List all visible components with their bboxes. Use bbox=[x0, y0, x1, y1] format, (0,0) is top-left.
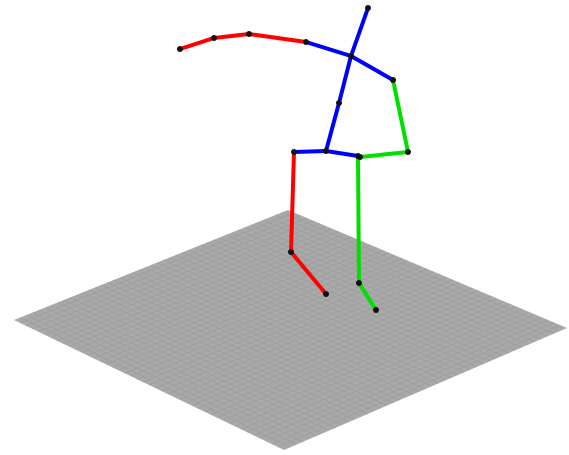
floor-grid-line bbox=[188, 249, 465, 373]
ground-plane-grid bbox=[20, 212, 561, 448]
floor-grid-line bbox=[173, 279, 453, 398]
floor-grid-line bbox=[277, 325, 561, 448]
floor-grid-line bbox=[265, 319, 549, 442]
floor-grid-line bbox=[271, 322, 555, 445]
joint-wrist-left bbox=[357, 154, 363, 160]
bone-shoulder-right-elbow-right bbox=[247, 32, 308, 44]
joint-shoulder-left bbox=[390, 77, 396, 83]
floor-grid-line bbox=[219, 237, 497, 359]
joint-shoulder-right bbox=[303, 39, 309, 45]
floor-grid-line bbox=[259, 316, 542, 439]
ground-plane bbox=[14, 210, 567, 450]
floor-grid-line bbox=[213, 239, 490, 362]
joint-hip-center bbox=[323, 148, 329, 154]
bone-hip-left-knee-left bbox=[356, 154, 361, 285]
floor-grid-line bbox=[269, 217, 548, 337]
floor-grid-line bbox=[169, 257, 445, 381]
bone-hip-center-hip-right bbox=[292, 149, 328, 154]
floor-grid-line bbox=[155, 271, 434, 389]
joint-hand-right bbox=[177, 46, 183, 52]
floor-grid-line bbox=[161, 274, 441, 392]
floor-grid-line bbox=[240, 308, 523, 430]
joint-spine bbox=[336, 100, 342, 106]
floor-grid-line bbox=[228, 303, 511, 424]
floor-grid-line bbox=[179, 282, 460, 401]
floor-grid-line bbox=[225, 234, 503, 357]
floor-grid-line bbox=[247, 311, 530, 433]
floor-grid-line bbox=[250, 224, 529, 345]
floor-grid-line bbox=[148, 268, 428, 386]
floor-grid-line bbox=[185, 284, 466, 404]
joint-hip-right bbox=[291, 149, 297, 155]
skeleton-bones bbox=[178, 6, 410, 312]
floor-grid-line bbox=[204, 292, 485, 412]
floor-grid-line bbox=[197, 290, 479, 409]
floor-grid-line bbox=[157, 262, 433, 387]
bone-shoulder-left-elbow-left bbox=[391, 78, 410, 154]
joint-elbow-right bbox=[246, 31, 252, 37]
joint-wrist-right bbox=[211, 35, 217, 41]
bone-spine-hip-center bbox=[324, 101, 341, 153]
bone-knee-right-ankle-right bbox=[289, 250, 328, 296]
floor-grid-line bbox=[163, 259, 439, 384]
bone-elbow-right-wrist-right bbox=[212, 32, 251, 40]
floor-grid-line bbox=[262, 219, 542, 340]
floor-grid-line bbox=[234, 306, 517, 427]
joint-elbow-left bbox=[405, 149, 411, 155]
bone-neck-shoulder-left bbox=[349, 54, 395, 82]
floor-grid-line bbox=[275, 214, 555, 334]
floor-grid-line bbox=[222, 300, 504, 421]
floor-grid-line bbox=[167, 276, 447, 395]
floor-grid-line bbox=[206, 242, 484, 365]
floor-grid-line bbox=[231, 232, 510, 354]
bone-head-neck bbox=[349, 6, 370, 58]
bone-knee-left-ankle-left bbox=[357, 281, 378, 312]
floor-grid-line bbox=[200, 244, 478, 368]
floor-grid-line bbox=[216, 298, 498, 418]
bone-neck-spine bbox=[337, 54, 353, 105]
joint-neck bbox=[348, 53, 354, 59]
bone-neck-shoulder-right bbox=[304, 40, 353, 58]
floor-grid-line bbox=[253, 314, 536, 436]
bone-elbow-left-wrist-left bbox=[358, 150, 410, 159]
floor-grid-line bbox=[256, 222, 535, 343]
floor-grid-line bbox=[210, 295, 492, 415]
bone-wrist-right-hand-right bbox=[178, 36, 216, 51]
floor-grid-line bbox=[175, 254, 452, 379]
floor-grid-line bbox=[191, 287, 473, 406]
bone-hip-right-knee-right bbox=[289, 150, 296, 254]
floor-grid-line bbox=[182, 252, 458, 376]
skeleton-joints bbox=[177, 5, 411, 313]
joint-head bbox=[365, 5, 371, 11]
floor-grid-line bbox=[281, 212, 561, 332]
joint-ankle-right bbox=[323, 291, 329, 297]
floor-grid-line bbox=[238, 229, 516, 351]
joint-ankle-left bbox=[373, 307, 379, 313]
floor-grid-line bbox=[194, 247, 471, 370]
joint-knee-right bbox=[288, 249, 294, 255]
joint-knee-left bbox=[356, 280, 362, 286]
bone-hip-center-hip-left bbox=[324, 149, 360, 158]
